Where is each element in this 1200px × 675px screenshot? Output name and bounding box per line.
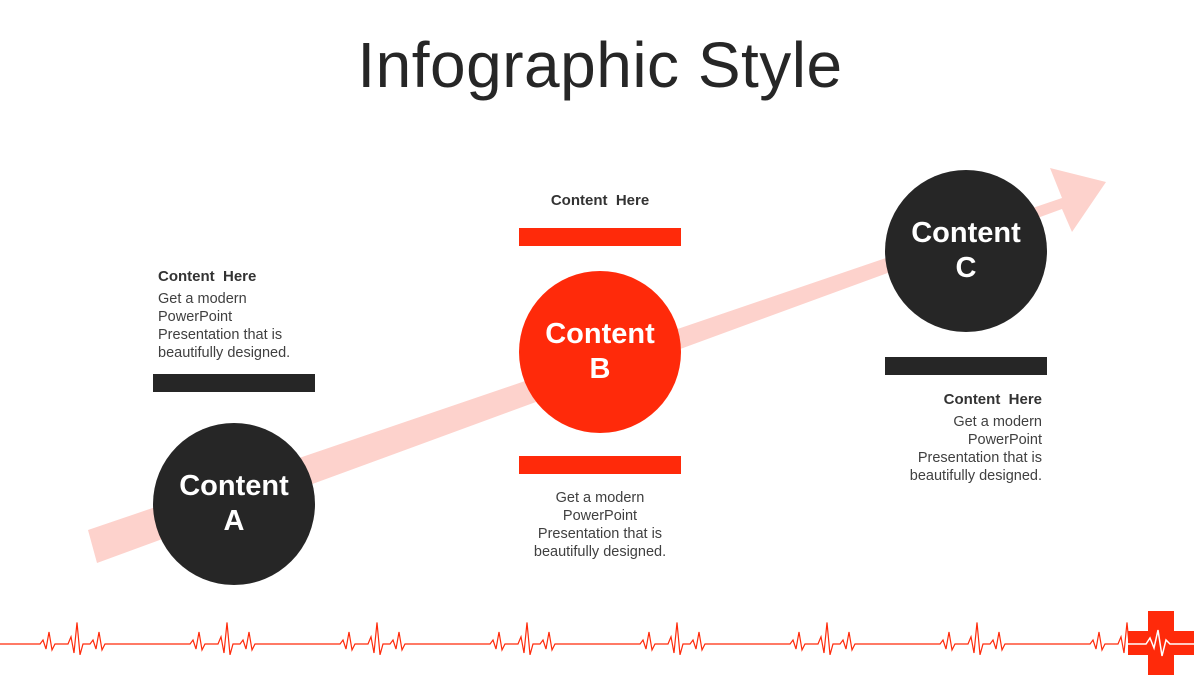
item-c-description: Get a modern PowerPoint Presentation tha… (909, 414, 1042, 484)
item-a-description: Get a modern PowerPoint Presentation tha… (158, 291, 291, 361)
item-b-description: Get a modern PowerPoint Presentation tha… (533, 490, 667, 560)
item-c-circle: Content C (885, 170, 1047, 332)
item-c-bar (885, 357, 1047, 375)
item-a-heading: Content Here (158, 268, 257, 285)
item-c-heading: Content Here (943, 391, 1042, 408)
medical-cross-icon (1128, 611, 1194, 675)
item-a-circle-label: Content A (179, 470, 289, 537)
item-a-circle: Content A (153, 423, 315, 585)
item-b-bottom-bar (519, 456, 681, 474)
item-b-circle-label: Content B (545, 318, 655, 385)
item-b-circle: Content B (519, 271, 681, 433)
page-title: Infographic Style (357, 29, 843, 101)
item-a-bar (153, 374, 315, 392)
item-b-top-bar (519, 228, 681, 246)
item-b-heading: Content Here (550, 192, 650, 209)
item-c-circle-label: Content C (911, 217, 1021, 284)
heartbeat-line (0, 622, 1160, 655)
